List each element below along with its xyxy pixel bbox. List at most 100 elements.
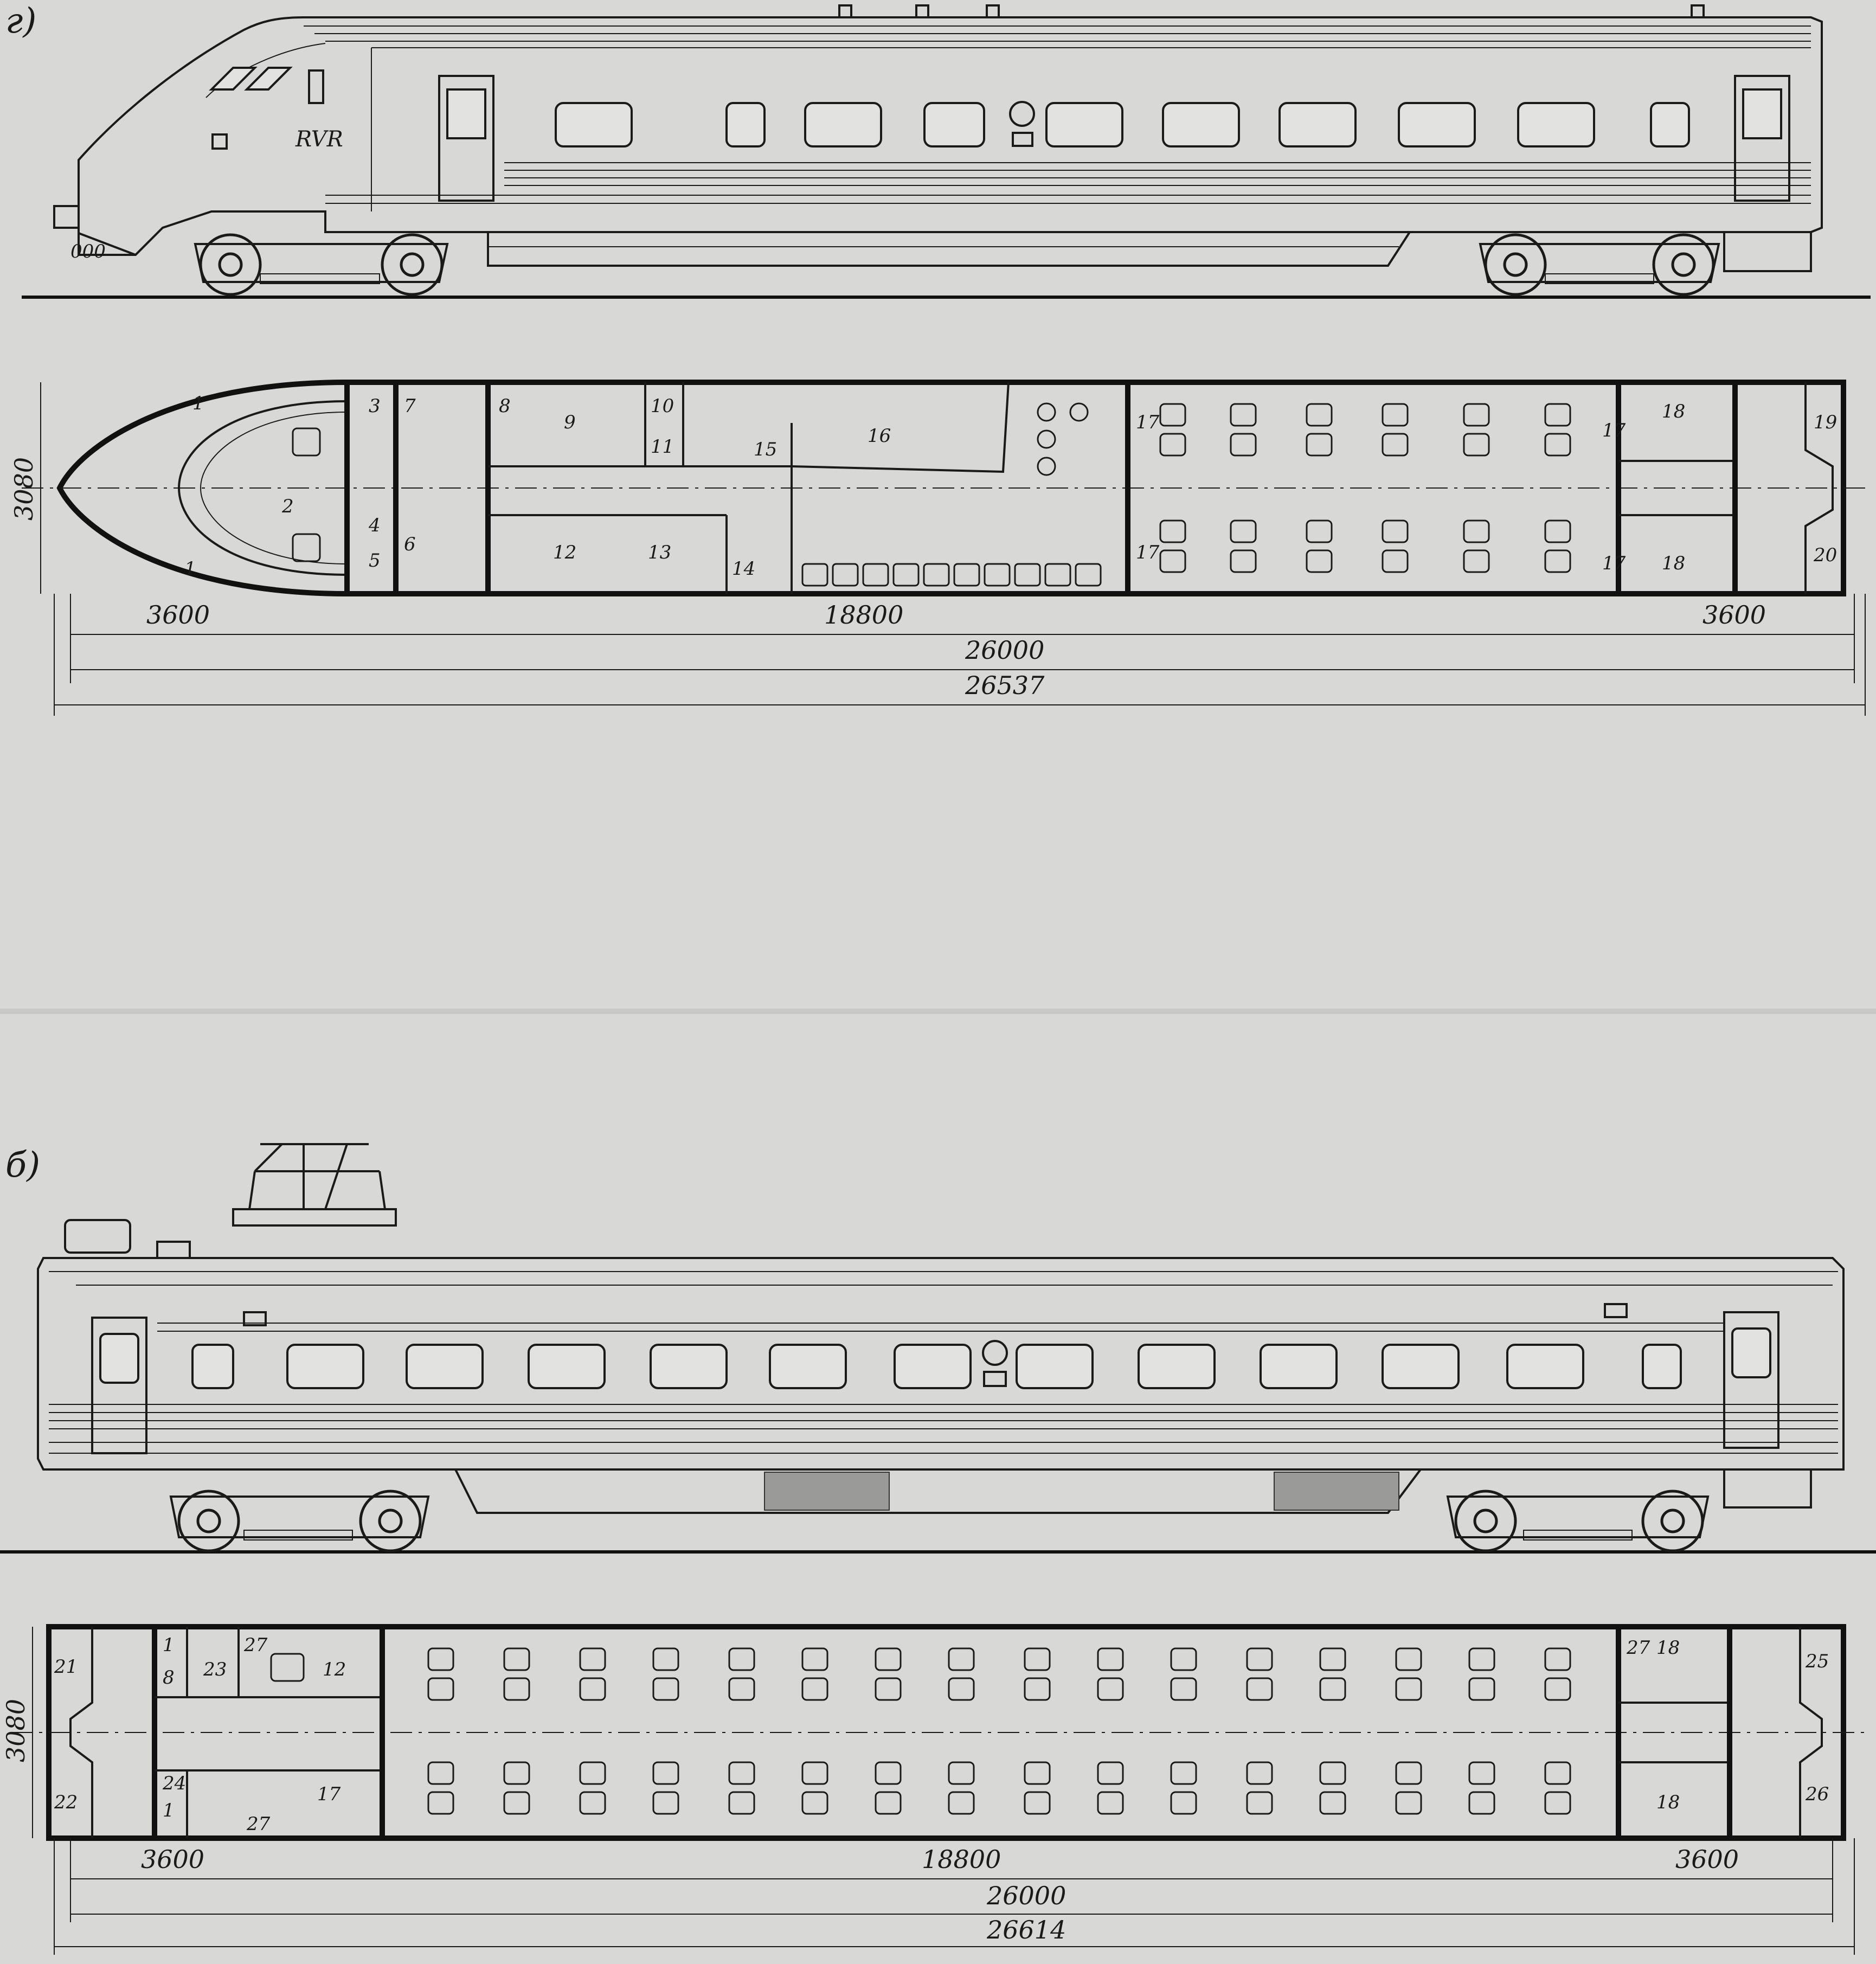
room-number: 27: [1626, 1637, 1650, 1659]
car-body-outline: [37, 1257, 1845, 1471]
kitchen-counter: [791, 382, 1010, 473]
room-number: 18: [1662, 553, 1685, 574]
dimension-label: 18800: [824, 600, 903, 630]
cab-desk: [200, 412, 348, 564]
underframe-box: [487, 231, 1411, 267]
dimension-label: 3600: [1675, 1845, 1739, 1874]
passenger-seats: [427, 1647, 1571, 1815]
dimension-label: 3600: [1702, 600, 1766, 630]
side-elevation-intermediate-car: [0, 1143, 1876, 1554]
bogie-rear: [1446, 1490, 1710, 1552]
bench: [270, 1653, 305, 1682]
driver-seat: [292, 427, 321, 457]
body-stripes: [49, 1323, 1838, 1454]
seat-pair: [1230, 403, 1257, 573]
room-number: 1: [163, 1800, 175, 1821]
room-number: 15: [754, 439, 777, 460]
livery-text: RVR: [295, 127, 343, 152]
seat-pair: [1544, 1647, 1571, 1815]
nose-number: 000: [70, 241, 106, 262]
seat-pair: [1306, 403, 1333, 573]
seat-pair: [1544, 403, 1571, 573]
emblem: [982, 1340, 1008, 1366]
room-number: 5: [369, 550, 381, 572]
seat-pair: [1468, 1647, 1495, 1815]
room-number: 19: [1814, 412, 1837, 433]
door-window: [446, 88, 486, 139]
figure-g: г) RVR: [5, 1, 1871, 716]
cab-window: [209, 67, 258, 91]
room-number: 25: [1805, 1651, 1829, 1672]
gangway: [69, 1627, 93, 1838]
seat-pair: [427, 1647, 454, 1815]
room-numbers: 1 1 2 3 4 5 6 7 8 9 10 11 12 13 14 15 16…: [184, 393, 1837, 580]
room-number: 7: [404, 395, 416, 417]
seat-pair: [1024, 1647, 1051, 1815]
room-numbers: 21 22 1 8 23 27 12 24 1 27 17 27 18 18 2…: [54, 1634, 1829, 1835]
room-number: 1: [184, 558, 196, 580]
plan-intermediate-car: 21 22 1 8 23 27 12 24 1 27 17 27 18 18 2…: [1, 1624, 1871, 1955]
door-window: [99, 1333, 139, 1384]
headlight: [53, 205, 80, 229]
bogie-rear: [1479, 233, 1720, 296]
dimension-label: 18800: [922, 1845, 1001, 1874]
gangway: [1804, 382, 1834, 594]
room-number: 17: [1602, 553, 1626, 574]
bogie-front: [169, 1490, 430, 1552]
seat-pair: [652, 1647, 679, 1815]
seat-pair: [1170, 1647, 1197, 1815]
roof-box: [156, 1241, 191, 1259]
bogie-front: [194, 233, 449, 296]
seat-pair: [503, 1647, 530, 1815]
dining-booth-seats: [801, 563, 1102, 587]
roof-equipment: [64, 1219, 131, 1254]
driver-seat: [292, 533, 321, 562]
dimension-label: 26000: [965, 636, 1044, 665]
dimension-label: 3600: [141, 1845, 204, 1874]
marker-plate: [243, 1311, 267, 1326]
room-number: 14: [732, 558, 755, 580]
room-number: 24: [162, 1773, 186, 1794]
seat-pair: [948, 1647, 975, 1815]
rear-skirt: [1723, 231, 1812, 272]
room-number: 17: [317, 1783, 341, 1805]
room-number: 1: [192, 393, 204, 414]
seat-pair: [1463, 403, 1490, 573]
marker-plate: [1604, 1303, 1628, 1318]
seat-pair: [728, 1647, 755, 1815]
dimension-lines: 3080 3600 18800 3600 26000 26537: [9, 382, 1866, 716]
seat-pair: [1246, 1647, 1273, 1815]
door-window: [1731, 1327, 1771, 1378]
seat-pair: [579, 1647, 606, 1815]
equipment-grille: [764, 1472, 890, 1511]
width-dimension: 3080: [1, 1699, 30, 1762]
nose-front: [78, 160, 136, 256]
entry-door: [1723, 1311, 1779, 1449]
room-number: 17: [1602, 420, 1626, 441]
seat-pair: [1319, 1647, 1346, 1815]
seat-pair: [801, 1647, 828, 1815]
figure-b: б): [0, 1143, 1876, 1955]
room-number: 21: [54, 1656, 78, 1678]
room-number: 20: [1813, 544, 1837, 566]
room-number: 26: [1805, 1783, 1829, 1805]
room-number: 18: [1662, 401, 1685, 422]
dimension-lines: 3080 3600 18800 3600 26000 26614: [1, 1627, 1855, 1955]
car-body-outline: [78, 16, 1823, 256]
room-number: 18: [1656, 1792, 1680, 1813]
room-number: 16: [868, 425, 891, 447]
underframe-box: [454, 1468, 1422, 1514]
room-number: 18: [1656, 1637, 1680, 1659]
seat-pair: [1159, 403, 1186, 573]
seat-pair: [875, 1647, 902, 1815]
figure-label: г): [5, 1, 36, 41]
passenger-seats: [1159, 403, 1571, 573]
plan-head-car: 1 1 2 3 4 5 6 7 8 9 10 11 12 13 14 15 16…: [9, 380, 1866, 716]
room-number: 8: [163, 1667, 175, 1689]
door-window: [1742, 88, 1782, 139]
entry-door: [1734, 75, 1790, 202]
dimension-label: 26000: [986, 1881, 1066, 1910]
entry-door: [91, 1317, 147, 1454]
equipment-grille: [1274, 1472, 1399, 1511]
